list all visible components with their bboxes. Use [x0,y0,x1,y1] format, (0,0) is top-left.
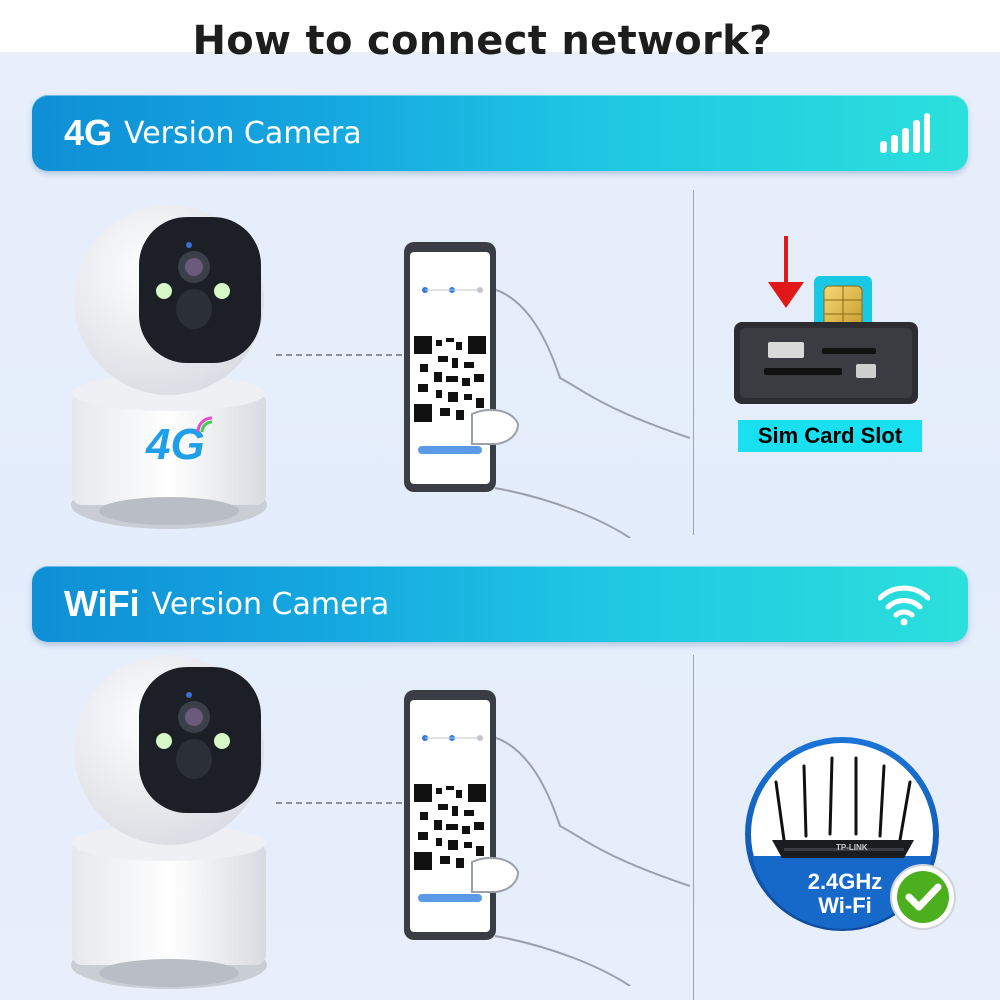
section-divider-wifi [693,655,694,1000]
section-divider-4g [693,190,694,535]
router-image [745,737,939,931]
camera-4g-badge: 4G [146,420,205,469]
page-title: How to connect network? [192,18,773,64]
signal-bars-icon [880,113,930,153]
router-label: 2.4GHz Wi-Fi [790,870,900,918]
router-band: 2.4GHz [807,869,883,894]
check-mark-icon [890,864,956,930]
dashed-connector-4g [276,354,402,356]
banner-4g-strong: 4G [64,112,113,153]
dashed-connector-wifi [276,802,402,804]
signal-arc-icon [196,416,213,433]
router-brand: TP-LINK [836,843,868,852]
banner-wifi-strong: WiFi [64,583,140,624]
banner-wifi-rest: Version Camera [151,586,390,622]
phone-qr-scan-image-wifi [404,690,690,986]
banner-wifi-version: WiFi Version Camera [32,566,968,642]
phone-qr-scan-image-4g [404,242,690,538]
sim-card-slot-label: Sim Card Slot [738,420,922,452]
router-type: Wi-Fi [818,893,872,918]
camera-wifi-image [71,655,267,989]
banner-4g-version: 4G Version Camera [32,95,968,171]
banner-4g-rest: Version Camera [124,115,362,151]
camera-4g-image [71,205,267,529]
sim-card-slot-image [734,236,918,404]
wifi-icon [878,585,930,626]
